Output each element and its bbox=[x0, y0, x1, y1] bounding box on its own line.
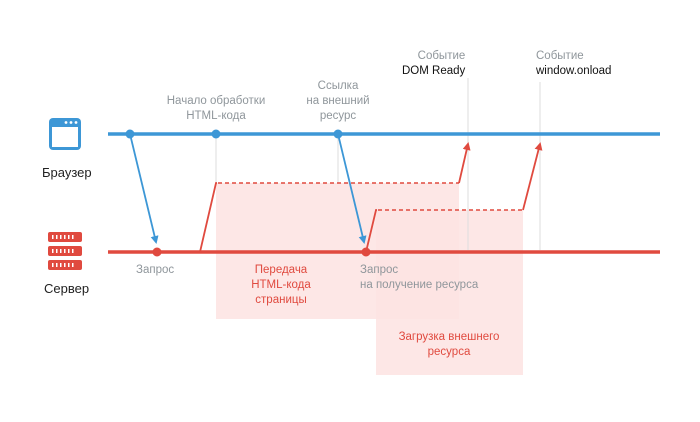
html-transfer-rise bbox=[199, 182, 217, 253]
browser-label: Браузер bbox=[42, 165, 92, 180]
html-transfer-line-3: страницы bbox=[255, 294, 307, 306]
window-onload-label: Событие window.onload bbox=[536, 49, 611, 79]
resource-request-label: Запрос на получение ресурса bbox=[360, 263, 478, 293]
html-transfer-label: Передача HTML-кода страницы bbox=[226, 263, 336, 308]
window-onload-arrow bbox=[522, 142, 543, 211]
resource-request-line-1: Запрос bbox=[360, 264, 399, 276]
browser-dot-external-link bbox=[333, 129, 343, 139]
request-arrow bbox=[129, 133, 159, 244]
external-load-label: Загрузка внешнего ресурса bbox=[384, 330, 514, 360]
external-link-line-3: ресурс bbox=[319, 110, 357, 122]
browser-dot-request bbox=[125, 129, 135, 139]
dom-ready-label: Событие DOM Ready bbox=[402, 49, 465, 79]
external-load-line-2: ресурса bbox=[427, 346, 471, 358]
dom-ready-line-1: Событие bbox=[417, 50, 466, 62]
resource-request-arrow bbox=[337, 133, 367, 244]
html-transfer-line-1: Передача bbox=[254, 264, 308, 276]
request-label: Запрос bbox=[136, 264, 175, 276]
external-load-area bbox=[376, 210, 523, 375]
server-dot-request bbox=[152, 247, 162, 257]
external-link-line-2: на внешний bbox=[306, 95, 370, 107]
server-label: Сервер bbox=[44, 281, 90, 296]
html-start-label: Начало обработки HTML-кода bbox=[156, 94, 276, 124]
html-transfer-line-2: HTML-кода bbox=[251, 279, 311, 291]
browser-dot-html-start bbox=[211, 129, 221, 139]
html-start-line-1: Начало обработки bbox=[166, 95, 266, 107]
window-onload-line-2: window.onload bbox=[536, 65, 612, 77]
html-start-line-2: HTML-кода bbox=[186, 110, 246, 122]
resource-rise bbox=[365, 209, 377, 253]
server-dot-resource-request bbox=[361, 247, 371, 257]
external-link-label: Ссылка на внешний ресурс bbox=[293, 79, 383, 124]
dom-ready-arrow bbox=[458, 142, 471, 184]
external-load-line-1: Загрузка внешнего bbox=[398, 331, 500, 343]
external-link-line-1: Ссылка bbox=[317, 80, 359, 92]
dom-ready-line-2: DOM Ready bbox=[402, 65, 466, 77]
server-rack-icon bbox=[48, 232, 82, 270]
resource-request-line-2: на получение ресурса bbox=[360, 279, 479, 291]
browser-window-icon bbox=[49, 118, 81, 150]
window-onload-line-1: Событие bbox=[536, 50, 584, 62]
